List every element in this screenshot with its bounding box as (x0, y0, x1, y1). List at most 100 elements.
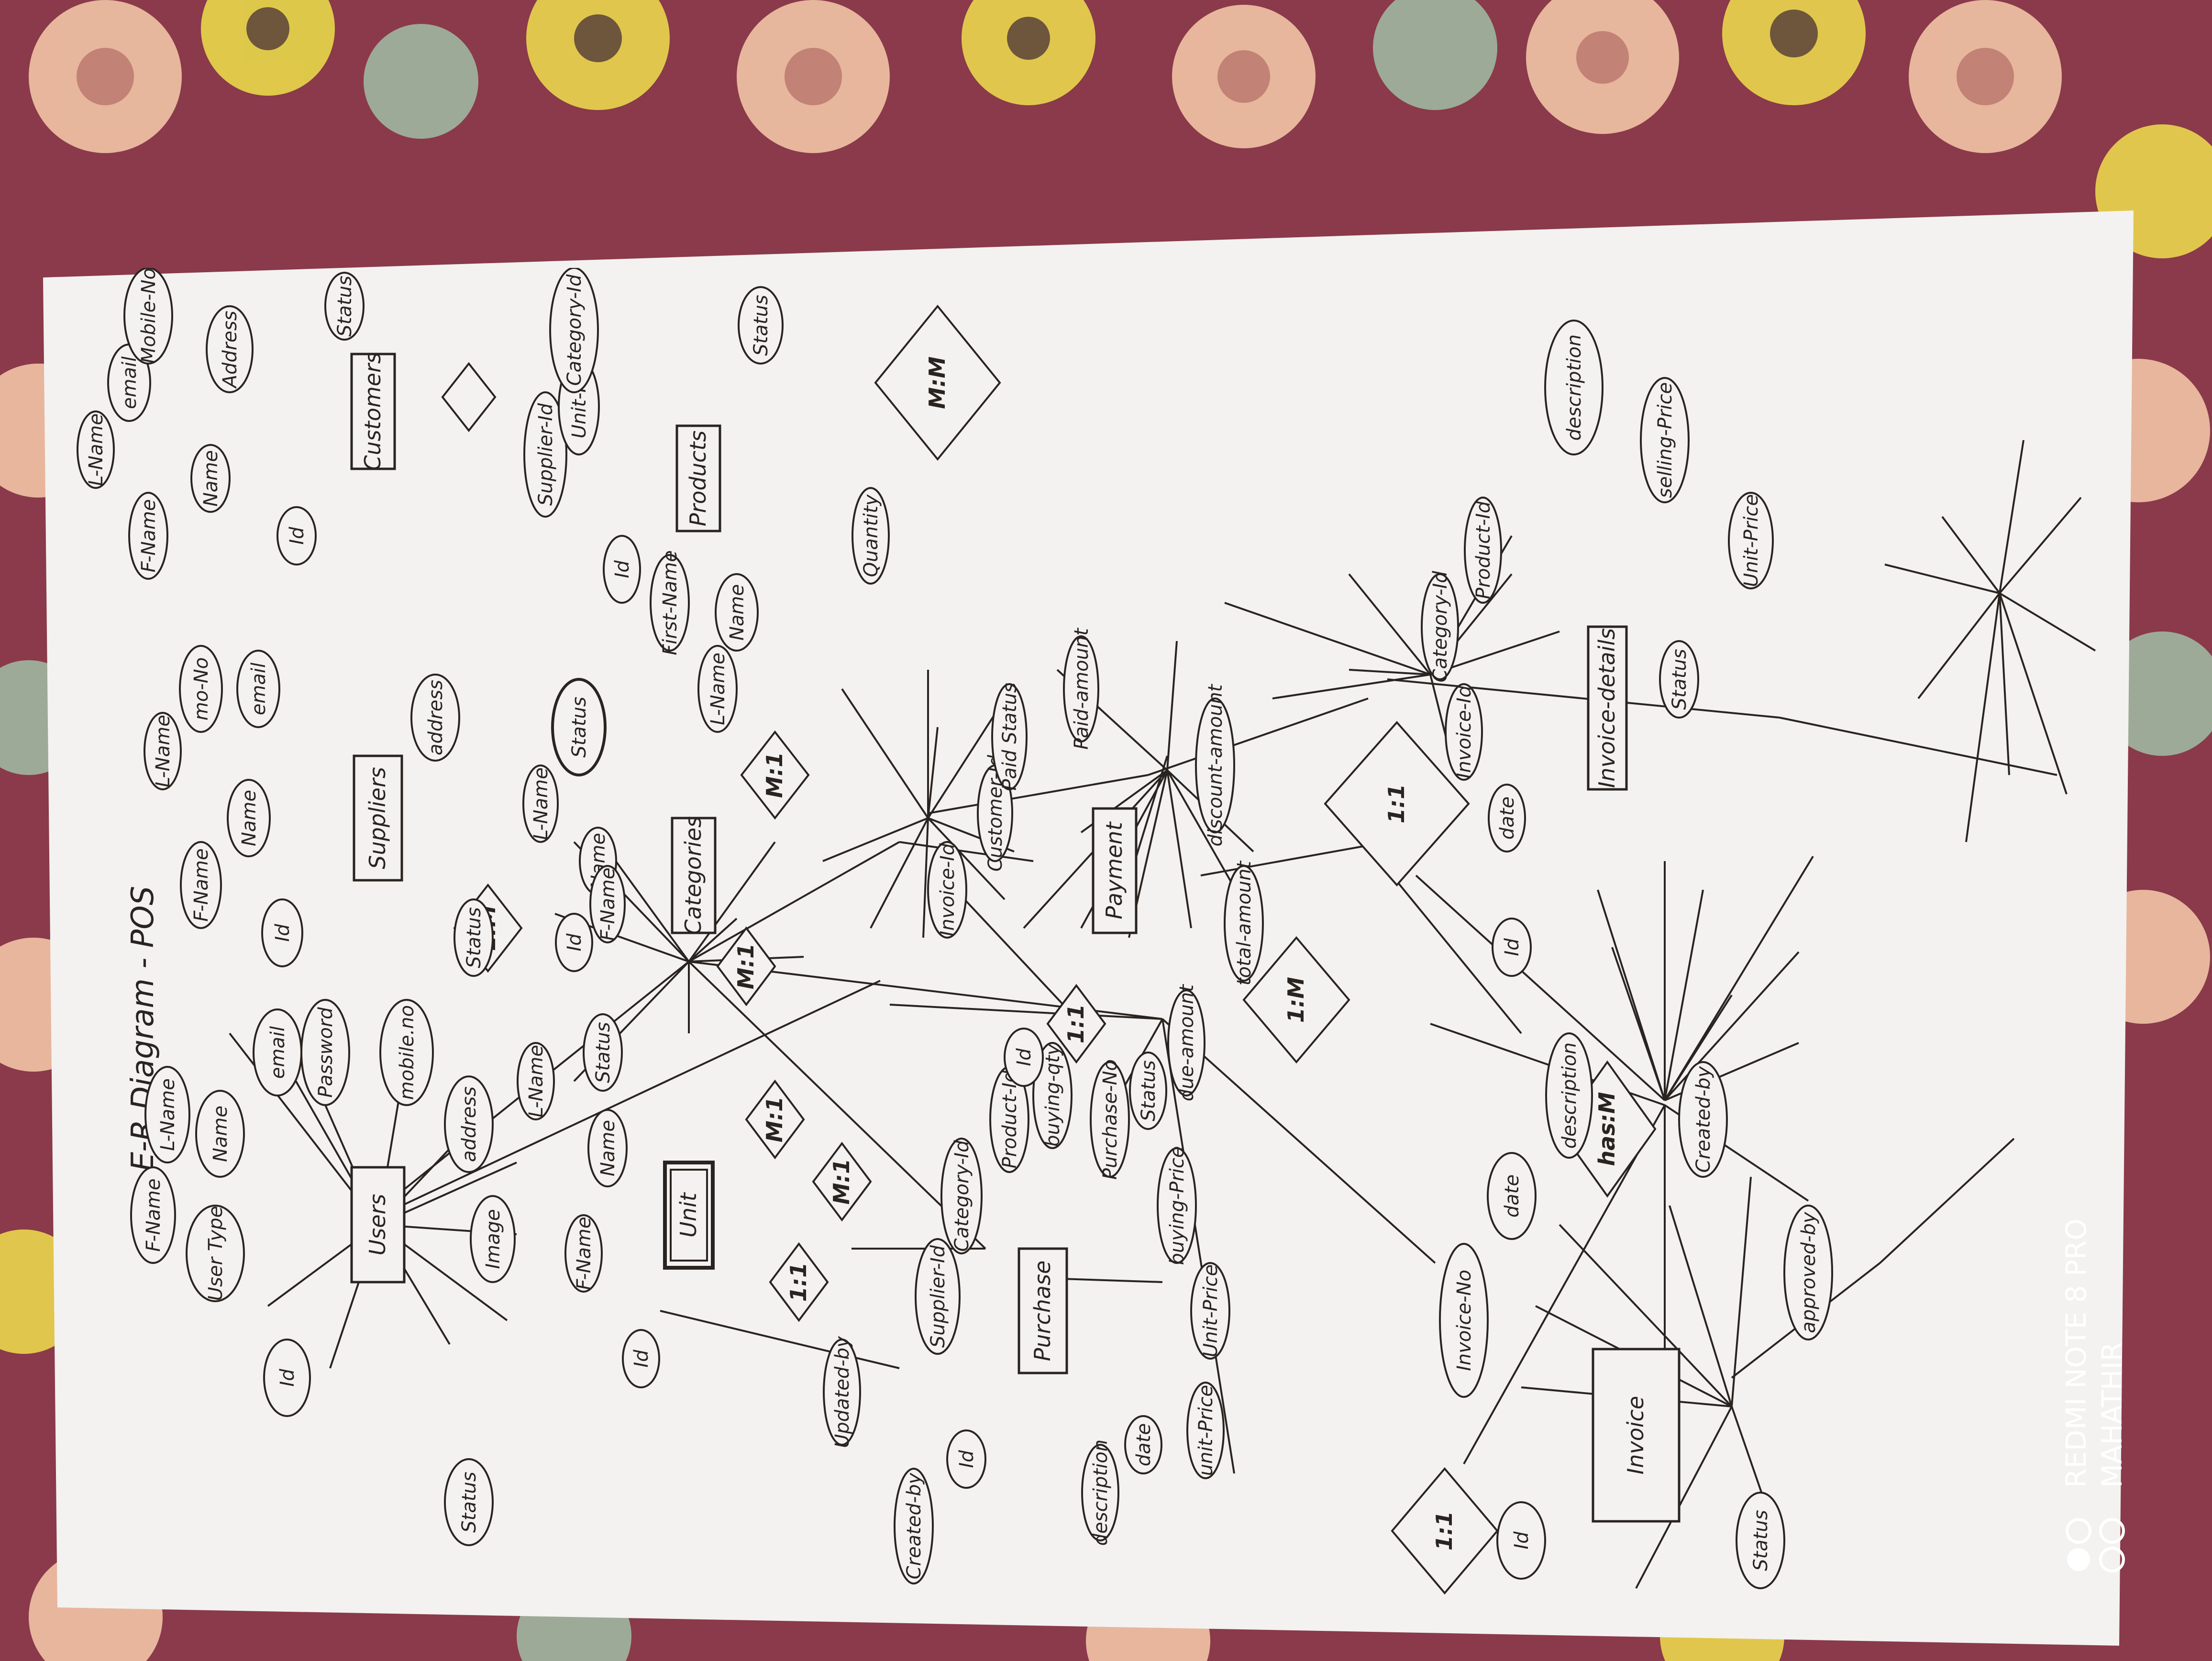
svg-text:Purchase-No: Purchase-No (1099, 1059, 1121, 1180)
er-diagram: E-R Diagram - POS Users Suppliers Custom… (29, 268, 2124, 1627)
svg-text:discount-amount: discount-amount (1205, 684, 1227, 846)
attribute-ellipse: Invoice-Id (1445, 683, 1483, 781)
attribute-ellipse: Status (1659, 640, 1699, 719)
attribute-ellipse: L-Name (144, 712, 182, 790)
svg-text:Id: Id (611, 560, 633, 578)
relation-diamond: M:1 (812, 1141, 872, 1222)
svg-text:L-Name: L-Name (157, 1078, 179, 1151)
svg-text:1:M: 1:M (1283, 977, 1309, 1023)
watermark-device: REDMI NOTE 8 PRO (2060, 1218, 2092, 1488)
svg-text:has:M: has:M (1594, 1092, 1620, 1166)
svg-text:Customers: Customers (360, 352, 386, 470)
attribute-ellipse: Name (227, 779, 271, 857)
attribute-ellipse: Status (453, 898, 494, 977)
attribute-ellipse: Unit-Price (1728, 492, 1774, 589)
attribute-ellipse: Product-Id (989, 1066, 1029, 1173)
svg-text:description: description (1559, 1042, 1581, 1149)
attribute-ellipse: description (1544, 320, 1604, 455)
attribute-ellipse: Created-by (1678, 1061, 1728, 1178)
svg-text:Status: Status (1669, 649, 1691, 709)
attribute-ellipse: Id (276, 506, 317, 565)
entity-invoice-details: Invoice-details (1587, 625, 1628, 791)
svg-text:description: description (1090, 1440, 1112, 1546)
svg-text:L-Name: L-Name (152, 715, 174, 787)
svg-text:F-Name: F-Name (138, 499, 160, 572)
svg-text:L-Name: L-Name (707, 653, 729, 725)
svg-text:Id: Id (1501, 938, 1523, 956)
svg-text:Id: Id (564, 933, 586, 952)
svg-text:1:1: 1:1 (1431, 1511, 1457, 1550)
svg-text:Mobile-No: Mobile-No (138, 268, 160, 364)
attribute-ellipse: L-Name (144, 1066, 190, 1163)
svg-text:Name: Name (210, 1106, 232, 1162)
paper-sheet (43, 210, 2134, 1646)
attribute-ellipse: Id (946, 1429, 986, 1489)
svg-text:Category-Id: Category-Id (1429, 571, 1451, 683)
svg-text:L-Name: L-Name (530, 767, 552, 840)
svg-text:L-Name: L-Name (85, 413, 107, 486)
attribute-ellipse: Status (551, 678, 607, 776)
svg-text:Password: Password (315, 1007, 337, 1098)
attribute-ellipse: date (1124, 1415, 1162, 1474)
svg-text:Category-Id: Category-Id (564, 274, 586, 386)
attribute-ellipse: Status (1129, 1052, 1167, 1130)
svg-text:Id: Id (276, 1369, 299, 1387)
attribute-ellipse: discount-amount (1195, 684, 1235, 846)
svg-text:Image: Image (482, 1209, 504, 1269)
attribute-ellipse: buying-qty (1032, 1042, 1073, 1149)
svg-text:Product-Id: Product-Id (999, 1070, 1021, 1169)
svg-text:email: email (248, 663, 270, 715)
svg-text:Supplier-Id: Supplier-Id (535, 403, 557, 506)
svg-text:F-Name: F-Name (597, 867, 619, 941)
relation-diamond: M:M (874, 304, 1001, 461)
svg-text:Created-by: Created-by (903, 1472, 925, 1579)
attribute-ellipse: Created-by (894, 1468, 934, 1584)
entity-invoice: Invoice (1592, 1348, 1681, 1523)
svg-text:Name: Name (726, 584, 748, 641)
attribute-ellipse: approved-by (1783, 1205, 1833, 1340)
connector-lines (229, 440, 2096, 1589)
svg-text:Address: Address (219, 311, 241, 389)
svg-text:date: date (1496, 797, 1518, 840)
attribute-ellipse: Address (206, 305, 254, 393)
attribute-ellipse: Paid-amount (1063, 628, 1099, 750)
camera-watermark: REDMI NOTE 8 PRO MAHATHIR (2060, 1218, 2128, 1572)
svg-text:Invoice-Id: Invoice-Id (1453, 685, 1475, 778)
attribute-ellipse: address (410, 674, 460, 762)
svg-text:mobile.no: mobile.no (396, 1005, 418, 1100)
entity-purchase: Purchase (1018, 1247, 1068, 1374)
attribute-ellipse: mo-No (179, 645, 223, 733)
svg-text:date: date (1133, 1423, 1155, 1466)
attribute-ellipse: F-Name (589, 865, 626, 943)
svg-text:address: address (458, 1086, 480, 1162)
attribute-ellipse: buying-Price (1157, 1146, 1197, 1265)
entity-suppliers: Suppliers (353, 754, 403, 882)
svg-text:F-Name: F-Name (143, 1178, 165, 1251)
attribute-ellipse: Name (587, 1109, 628, 1187)
attribute-ellipse: Id (603, 535, 641, 604)
svg-text:1:1: 1:1 (1383, 784, 1409, 823)
attribute-ellipse: Category-Id (940, 1138, 983, 1254)
svg-text:Created-by: Created-by (1692, 1065, 1714, 1173)
watermark-logo-icon (2066, 1518, 2125, 1572)
svg-text:Quantity: Quantity (860, 494, 882, 577)
entity-products: Products (675, 424, 721, 532)
attribute-ellipse: email (253, 1008, 302, 1096)
svg-text:address: address (425, 680, 447, 755)
relation-diamond: 1:1 (1046, 984, 1106, 1064)
relation-diamond: 1:1 (1324, 720, 1470, 887)
relation-diamond (441, 362, 497, 432)
svg-text:unit-Price: unit-Price (1195, 1385, 1217, 1476)
svg-text:1:1: 1:1 (1063, 1004, 1089, 1043)
attribute-ellipse: address (444, 1075, 494, 1173)
relation-diamond: M:1 (740, 730, 810, 820)
entity-payment: Payment (1092, 807, 1138, 934)
svg-text:Status: Status (1750, 1510, 1772, 1571)
svg-text:M:1: M:1 (733, 943, 759, 989)
attribute-ellipse: Password (300, 999, 350, 1106)
entity-customers: Customers (350, 352, 396, 471)
svg-text:Id: Id (630, 1350, 653, 1368)
svg-text:Name: Name (238, 790, 260, 846)
attribute-ellipse: Invoice-No (1439, 1243, 1489, 1398)
svg-text:Invoice-No: Invoice-No (1453, 1270, 1475, 1371)
